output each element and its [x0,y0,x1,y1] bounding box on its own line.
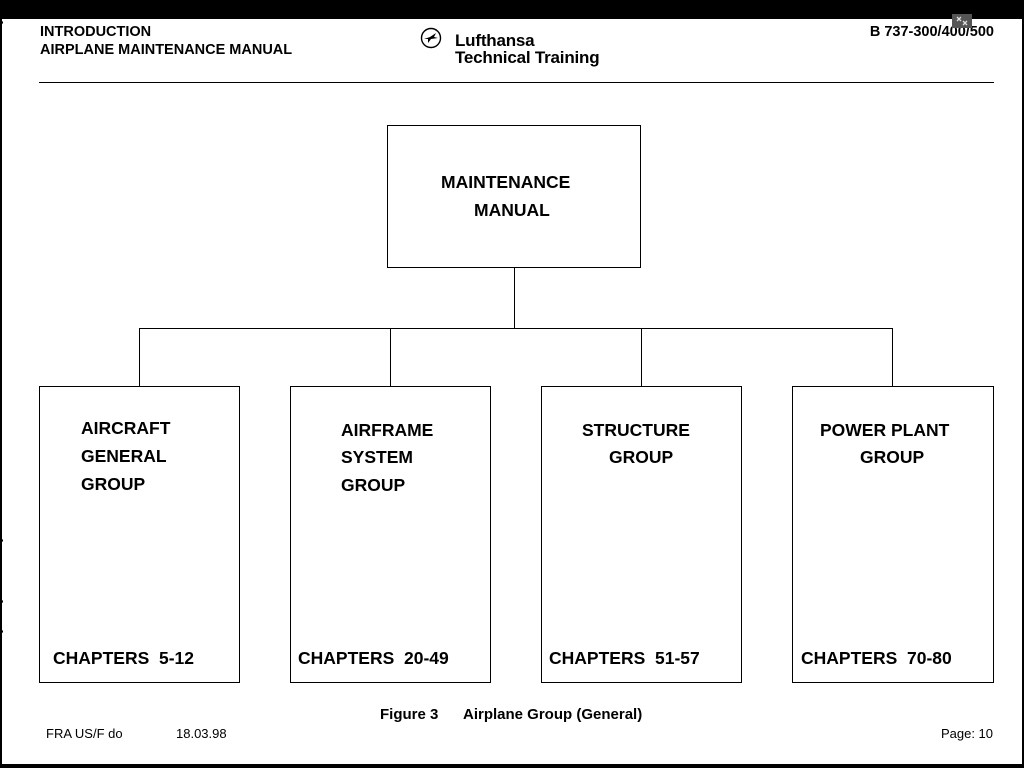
collapse-icon[interactable] [952,14,972,28]
connector-drop-1 [139,328,140,386]
header-section-title: INTRODUCTION [40,24,152,40]
group-label-line: POWER PLANT [820,420,950,440]
lufthansa-logo-icon [420,27,442,49]
root-label-line2: MANUAL [474,200,550,220]
brand-name: Lufthansa [455,31,535,50]
margin-mark [0,21,3,24]
brand-subtitle: Technical Training [455,48,600,67]
airframe-system-group-box: AIRFRAME SYSTEM GROUP CHAPTERS 20-49 [290,386,491,683]
margin-mark [0,539,3,542]
structure-group-box: STRUCTURE GROUP CHAPTERS 51-57 [541,386,742,683]
group-label-line: AIRFRAME [341,420,434,440]
connector-trunk [514,268,515,328]
chapters-range: CHAPTERS 70-80 [801,648,952,668]
connector-bus [139,328,893,329]
figure-title: Airplane Group (General) [463,706,643,723]
footer-page-number: Page: 10 [940,726,993,741]
connector-drop-4 [892,328,893,386]
aircraft-model: B 737-300/400/500 [869,24,994,40]
manual-page: INTRODUCTION AIRPLANE MAINTENANCE MANUAL… [2,19,1022,764]
figure-number: Figure 3 [380,706,439,723]
footer-author: FRA US/F do [46,726,123,741]
group-label-line: GROUP [609,447,674,467]
root-label-line1: MAINTENANCE [441,172,571,192]
margin-mark [0,630,3,633]
group-label-line: GENERAL [81,446,167,466]
group-label-line: GROUP [81,474,146,494]
connector-drop-3 [641,328,642,386]
group-label-line: STRUCTURE [582,420,690,440]
chapters-range: CHAPTERS 51-57 [549,648,700,668]
group-label-line: GROUP [860,447,925,467]
power-plant-group-box: POWER PLANT GROUP CHAPTERS 70-80 [792,386,994,683]
margin-mark [0,600,3,603]
footer-date: 18.03.98 [176,726,227,741]
chapters-range: CHAPTERS 5-12 [53,648,195,668]
connector-drop-2 [390,328,391,386]
group-label-line: AIRCRAFT [81,418,171,438]
chapters-range: CHAPTERS 20-49 [298,648,449,668]
header-manual-title: AIRPLANE MAINTENANCE MANUAL [40,42,293,58]
header-divider [39,82,994,83]
aircraft-general-group-box: AIRCRAFT GENERAL GROUP CHAPTERS 5-12 [39,386,240,683]
group-label-line: SYSTEM [341,447,413,467]
group-label-line: GROUP [341,475,406,495]
maintenance-manual-box: MAINTENANCE MANUAL [387,125,641,268]
